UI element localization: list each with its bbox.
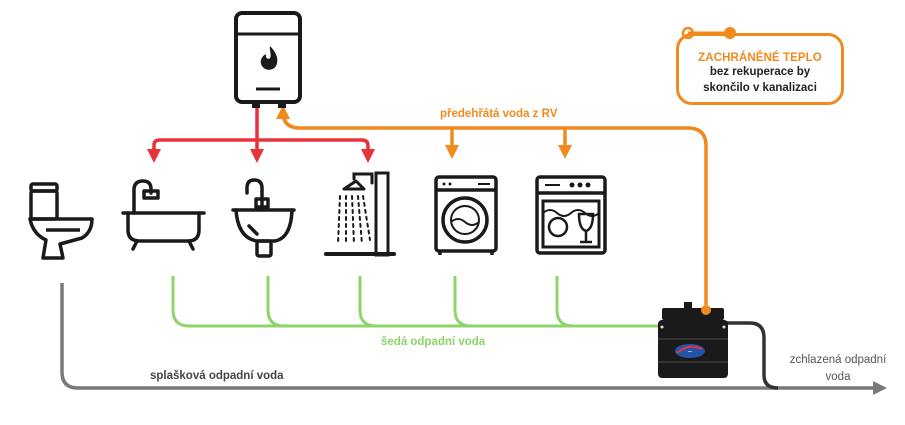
svg-text:~: ~	[687, 349, 692, 356]
shower-icon	[324, 171, 396, 257]
black-water-line	[60, 283, 887, 395]
cooled-water-label-line2: voda	[826, 371, 852, 383]
cooled-water-line	[724, 321, 779, 390]
callout-line-1: bez rekuperace by	[709, 66, 811, 78]
washing-machine-icon	[434, 175, 498, 255]
toilet-icon	[28, 182, 94, 260]
heat-recovery-tank-icon: ~	[658, 302, 728, 378]
grey-water-label: šedá odpadní voda	[381, 336, 486, 348]
preheated-water-label: předehřátá voda z RV	[440, 108, 558, 120]
bathtub-icon	[121, 179, 206, 251]
cooled-water-label-line1: zchlazená odpadní	[790, 354, 887, 366]
callout-title: ZACHRÁNĚNÉ TEPLO	[698, 52, 822, 64]
preheated-water-line	[276, 105, 708, 305]
saved-heat-callout: ZACHRÁNĚNÉ TEPLO bez rekuperace by skonč…	[676, 33, 844, 105]
water-heater-icon	[234, 11, 302, 108]
black-water-label: splašková odpadní voda	[150, 370, 284, 382]
sink-icon	[231, 178, 296, 258]
grey-water-line	[171, 276, 660, 328]
hot-water-line	[147, 108, 375, 163]
callout-line-2: skončilo v kanalizaci	[703, 82, 817, 94]
dishwasher-icon	[535, 175, 607, 255]
preheated-outlet-dot	[701, 305, 711, 315]
